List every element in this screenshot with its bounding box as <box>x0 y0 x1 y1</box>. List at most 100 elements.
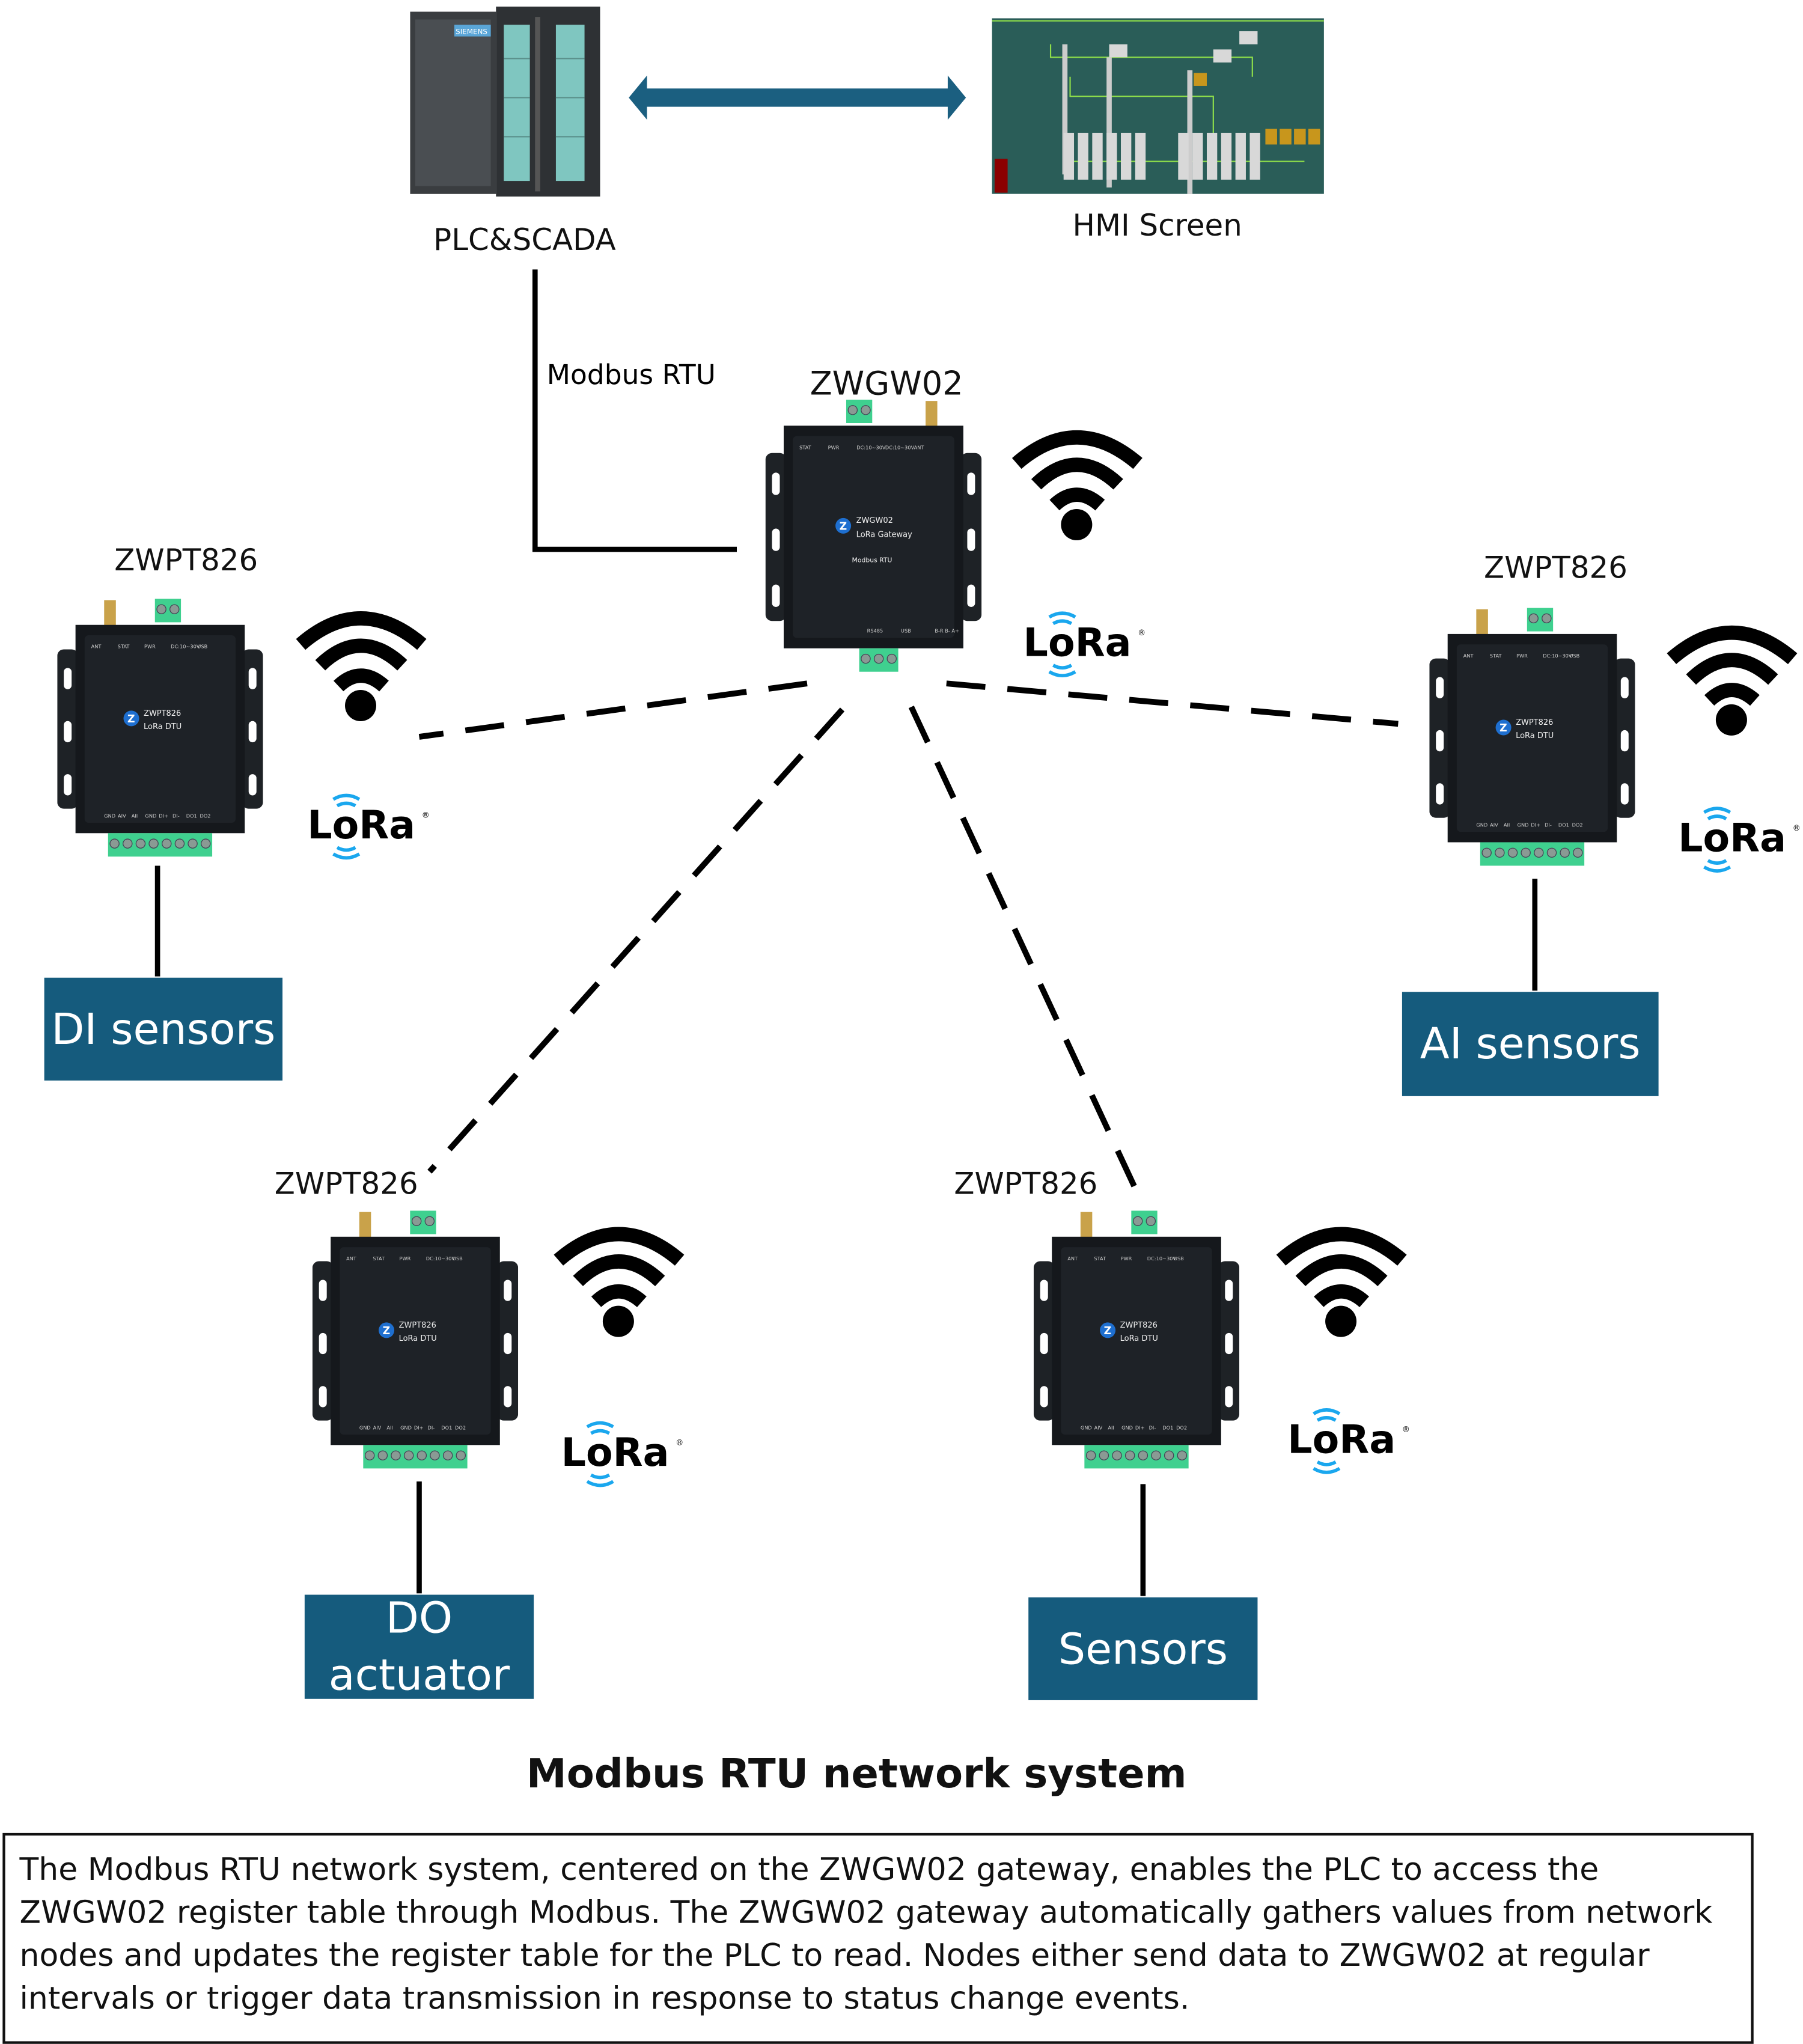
port-label: AIV <box>373 1424 382 1430</box>
port-label: PWR <box>1121 1255 1132 1261</box>
port-label: GND <box>104 813 115 819</box>
modbus-rtu-label: Modbus RTU <box>546 359 716 391</box>
port-label: PWR <box>828 444 840 450</box>
port-label: DI+ <box>414 1424 424 1430</box>
zlogo-icon <box>1100 1322 1116 1338</box>
di-sensors-box: DI sensors <box>44 977 283 1081</box>
terminal-block <box>363 1445 468 1469</box>
port-label: DC:10~30V <box>1543 653 1572 659</box>
port-label: DC:10~30V <box>171 644 200 650</box>
lora-link-right <box>946 680 1399 727</box>
gateway-label: ZWGW02 <box>810 364 963 403</box>
port-label: AII <box>1108 1424 1114 1430</box>
device-type-text: LoRa Gateway <box>856 531 912 540</box>
device-model-text: ZWGW02 <box>856 516 893 525</box>
port-label: GND <box>1121 1424 1133 1430</box>
terminal-block <box>410 1210 436 1234</box>
node-di-wifi-signal-icon <box>293 608 429 723</box>
port-label: DO1 <box>1558 822 1569 828</box>
svg-text:Z: Z <box>1104 1325 1112 1337</box>
lora-logo-text: LoRa <box>307 803 415 848</box>
port-label: AIV <box>118 813 126 819</box>
gateway-lora-logo-icon: LoRa ® <box>1024 609 1147 680</box>
device-protocol-text: Modbus RTU <box>852 556 892 564</box>
port-label: DI+ <box>1531 822 1540 828</box>
port-label: ANT <box>91 644 102 650</box>
antenna-connector <box>359 1212 371 1238</box>
port-label: GND <box>359 1424 371 1430</box>
port-label: DI- <box>172 813 180 819</box>
antenna-connector <box>926 401 938 427</box>
port-label: DC:10~30V <box>856 444 886 450</box>
node-label-di: ZWPT826 <box>114 544 258 578</box>
device-type-text: LoRa DTU <box>144 722 182 731</box>
hmi-label: HMI Screen <box>1072 209 1242 244</box>
port-label: DI- <box>1545 822 1552 828</box>
port-label: STAT <box>1094 1255 1106 1261</box>
port-label: ANT <box>346 1255 357 1261</box>
port-label: DO2 <box>200 813 210 819</box>
plc-label: PLC&SCADA <box>433 224 616 258</box>
svg-text:®: ® <box>1402 1426 1410 1435</box>
port-label: GND <box>1081 1424 1092 1430</box>
hmi-screen-image <box>992 18 1324 194</box>
terminal-block <box>846 399 873 423</box>
port-label: USB <box>901 628 911 634</box>
zlogo-icon <box>379 1322 395 1338</box>
modbus-link-line <box>532 269 737 552</box>
lora-link-bottom-right <box>908 706 1139 1193</box>
lora-logo-text: LoRa <box>1024 621 1132 666</box>
port-label: DC:10~30V <box>1147 1255 1177 1261</box>
svg-text:®: ® <box>676 1438 683 1447</box>
device-model-text: ZWPT826 <box>144 709 181 718</box>
terminal-block <box>108 833 213 857</box>
node-ai-lora-logo-icon: LoRa® <box>1678 805 1802 875</box>
port-label: STAT <box>373 1255 385 1261</box>
node-do-wifi-signal-icon <box>551 1224 687 1338</box>
gateway-wifi-signal-icon <box>1009 427 1146 542</box>
sensors-box: Sensors <box>1028 1597 1258 1700</box>
plc-image: SIEMENS <box>410 6 600 197</box>
port-label: GND <box>1476 822 1487 828</box>
device-type-text: LoRa DTU <box>1120 1334 1158 1343</box>
lora-logo-text: LoRa <box>1287 1417 1396 1462</box>
svg-text:®: ® <box>422 811 430 820</box>
svg-text:®: ® <box>1138 629 1146 638</box>
terminal-block <box>1480 842 1585 866</box>
port-label: ANT <box>1067 1255 1078 1261</box>
terminal-block <box>1527 608 1554 632</box>
antenna-connector <box>1476 609 1488 636</box>
device-model-text: ZWPT826 <box>1120 1321 1158 1330</box>
do-actuator-box: DO actuator <box>304 1592 534 1700</box>
port-label: DO2 <box>1572 822 1583 828</box>
antenna-connector <box>1080 1212 1093 1238</box>
terminal-block <box>859 648 898 672</box>
node-label-ai: ZWPT826 <box>1483 552 1628 586</box>
svg-text:Z: Z <box>383 1325 391 1337</box>
device-type-text: LoRa DTU <box>399 1334 437 1343</box>
device-model-text: ZWPT826 <box>1516 718 1553 727</box>
port-label: DO1 <box>186 813 197 819</box>
port-label: AII <box>386 1424 392 1430</box>
port-label: STAT <box>118 644 130 650</box>
zlogo-icon <box>835 517 852 534</box>
port-label: ANT <box>914 444 925 450</box>
port-label: B-R B- A+ <box>935 628 959 634</box>
node-ai-wifi-signal-icon <box>1664 622 1800 737</box>
port-label: DI- <box>1149 1424 1156 1430</box>
description-box: The Modbus RTU network system, centered … <box>2 1832 1754 2044</box>
port-label: GND <box>1518 822 1529 828</box>
port-label: PWR <box>1516 653 1528 659</box>
diagram-title: Modbus RTU network system <box>526 1751 1187 1798</box>
svg-text:Z: Z <box>1499 722 1507 734</box>
zlogo-icon <box>123 710 139 727</box>
node-label-sensors: ZWPT826 <box>954 1167 1098 1202</box>
port-label: USB <box>1174 1255 1184 1261</box>
zlogo-icon <box>1495 719 1512 736</box>
node-sensors-lora-logo-icon: LoRa ® <box>1287 1406 1411 1476</box>
port-label: RS485 <box>867 628 883 634</box>
